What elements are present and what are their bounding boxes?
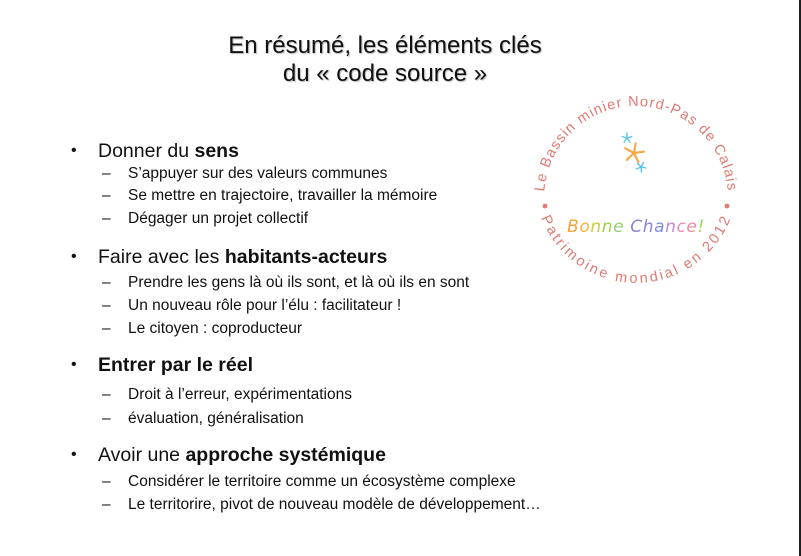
star-pyramid-icon bbox=[621, 132, 647, 173]
dash-icon: – bbox=[102, 297, 111, 314]
dash-icon: – bbox=[102, 410, 111, 427]
sub-item-text: Prendre les gens là où ils sont, et là o… bbox=[128, 274, 470, 291]
title-line-1: En résumé, les éléments clés bbox=[228, 32, 542, 59]
sub-item-text: Considérer le territoire comme un écosys… bbox=[128, 473, 516, 490]
bullet-text: Donner du bbox=[98, 140, 195, 162]
bullet-icon: • bbox=[71, 446, 77, 463]
sub-item-text: Se mettre en trajectoire, travailler la … bbox=[128, 187, 438, 204]
bullet-icon: • bbox=[71, 142, 77, 159]
sub-item-text: Le territorire, pivot de nouveau modèle … bbox=[128, 496, 541, 513]
bullet-text: Faire avec les bbox=[98, 246, 225, 268]
dash-icon: – bbox=[102, 187, 111, 204]
sub-item-text: Dégager un projet collectif bbox=[128, 210, 309, 227]
title-line-2: du « code source » bbox=[282, 60, 488, 87]
bullet-keyword: Entrer par le réel bbox=[98, 354, 253, 376]
bullet-icon: • bbox=[71, 356, 77, 373]
dash-icon: – bbox=[102, 274, 111, 291]
sub-item-text: Le citoyen : coproducteur bbox=[128, 320, 303, 337]
bullet-keyword: habitants-acteurs bbox=[224, 246, 388, 268]
dash-icon: – bbox=[102, 386, 111, 403]
stamp-dot-right bbox=[724, 203, 730, 209]
sub-item-text: Droit à l’erreur, expérimentations bbox=[128, 386, 352, 403]
bullet-keyword: approche systémique bbox=[185, 444, 386, 466]
unesco-heritage-stamp: Le Bassin minier Nord-Pas de Calais Patr… bbox=[532, 94, 739, 287]
bullet-text: Avoir une bbox=[98, 444, 186, 466]
dash-icon: – bbox=[102, 165, 111, 182]
sub-item-text: S’appuyer sur des valeurs communes bbox=[128, 165, 388, 182]
dash-icon: – bbox=[102, 210, 111, 227]
sub-item-text: Un nouveau rôle pour l’élu : facilitateu… bbox=[128, 297, 402, 314]
dash-icon: – bbox=[102, 473, 111, 490]
sub-item-text: évaluation, généralisation bbox=[128, 410, 304, 427]
slide-border-right bbox=[799, 0, 801, 556]
slide-title: En résumé, les éléments clés du « code s… bbox=[150, 32, 620, 88]
dash-icon: – bbox=[102, 320, 111, 337]
dash-icon: – bbox=[102, 496, 111, 513]
bullet-keyword: sens bbox=[194, 140, 239, 162]
bonne-chance-text: Bonne Chance! bbox=[567, 217, 705, 237]
bullet-icon: • bbox=[71, 248, 77, 265]
stamp-dot-left bbox=[542, 203, 548, 209]
